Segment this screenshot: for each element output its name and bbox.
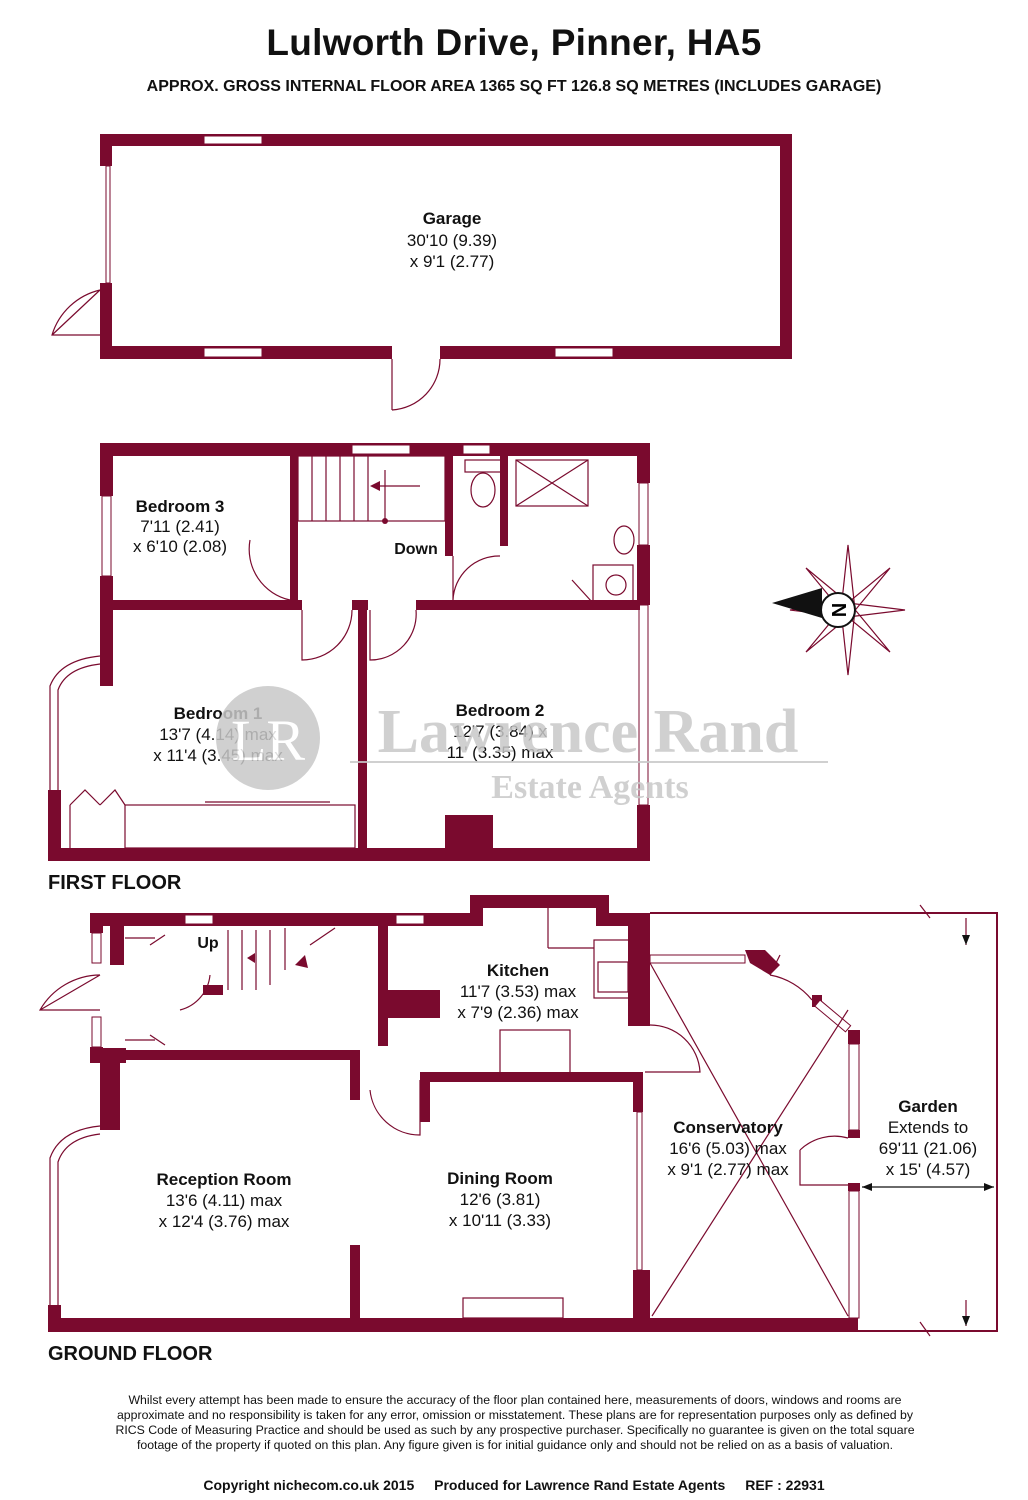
first-floor-walls (48, 443, 650, 861)
ground-floor-labels: Up Kitchen 11'7 (3.53) max x 7'9 (2.36) … (156, 935, 977, 1231)
garage-dim1: 30'10 (9.39) (407, 231, 497, 250)
footer-ref: REF : 22931 (745, 1477, 825, 1493)
first-floor-label: FIRST FLOOR (48, 872, 182, 894)
kitchen-dim2: x 7'9 (2.36) max (457, 1003, 579, 1022)
bedroom3-name: Bedroom 3 (136, 497, 225, 516)
reception-dim1: 13'6 (4.11) max (166, 1191, 283, 1210)
kitchen-name: Kitchen (487, 961, 549, 980)
stairs-down-label: Down (394, 541, 438, 558)
garden-name: Garden (898, 1097, 958, 1116)
ground-floor-label: GROUND FLOOR (48, 1343, 213, 1365)
watermark-line1: Lawrence Rand (378, 698, 799, 766)
bedroom2-dim1: 12'7 (3.84) x (453, 722, 547, 741)
conservatory-dim1: 16'6 (5.03) max (669, 1139, 787, 1158)
bedroom2-name: Bedroom 2 (456, 701, 545, 720)
dining-name: Dining Room (447, 1169, 553, 1188)
watermark-line2: Estate Agents (491, 769, 688, 806)
watermark-logo: LR Lawrence Rand Estate Agents (216, 686, 828, 806)
garden-dim2: x 15' (4.57) (886, 1160, 971, 1179)
footer-produced: Produced for Lawrence Rand Estate Agents (434, 1477, 726, 1493)
garage-dim2: x 9'1 (2.77) (410, 252, 495, 271)
kitchen-dim1: 11'7 (3.53) max (460, 982, 577, 1001)
garage-walls (51, 134, 792, 411)
footer-copyright: Copyright nichecom.co.uk 2015 (203, 1477, 415, 1493)
watermark-logo-letters: LR (231, 708, 305, 773)
footer: Copyright nichecom.co.uk 2015 Produced f… (0, 1477, 1028, 1493)
disclaimer-text: Whilst every attempt has been made to en… (115, 1393, 915, 1452)
dining-dim2: x 10'11 (3.33) (449, 1211, 551, 1230)
bedroom3-dim2: x 6'10 (2.08) (133, 537, 227, 556)
garage-label: Garage 30'10 (9.39) x 9'1 (2.77) (407, 209, 497, 271)
floor-area-subtitle: APPROX. GROSS INTERNAL FLOOR AREA 1365 S… (146, 78, 882, 95)
compass-letter: N (829, 603, 851, 617)
reception-dim2: x 12'4 (3.76) max (159, 1212, 290, 1231)
conservatory-name: Conservatory (673, 1118, 783, 1137)
first-floor-labels: Bedroom 3 7'11 (2.41) x 6'10 (2.08) Down… (133, 497, 554, 765)
stairs-up-label: Up (197, 935, 219, 952)
plan-title: Lulworth Drive, Pinner, HA5 (266, 22, 762, 63)
bedroom2-dim2: 11' (3.35) max (447, 743, 554, 762)
reception-name: Reception Room (156, 1170, 291, 1189)
garage-name: Garage (423, 209, 482, 228)
conservatory-dim2: x 9'1 (2.77) max (667, 1160, 789, 1179)
ground-floor-walls (38, 895, 998, 1337)
compass-rose-icon: N (772, 544, 906, 676)
garden-dim1: 69'11 (21.06) (879, 1139, 977, 1158)
garden-line1: Extends to (888, 1118, 968, 1137)
bedroom3-dim1: 7'11 (2.41) (140, 517, 219, 536)
dining-dim1: 12'6 (3.81) (460, 1190, 541, 1209)
